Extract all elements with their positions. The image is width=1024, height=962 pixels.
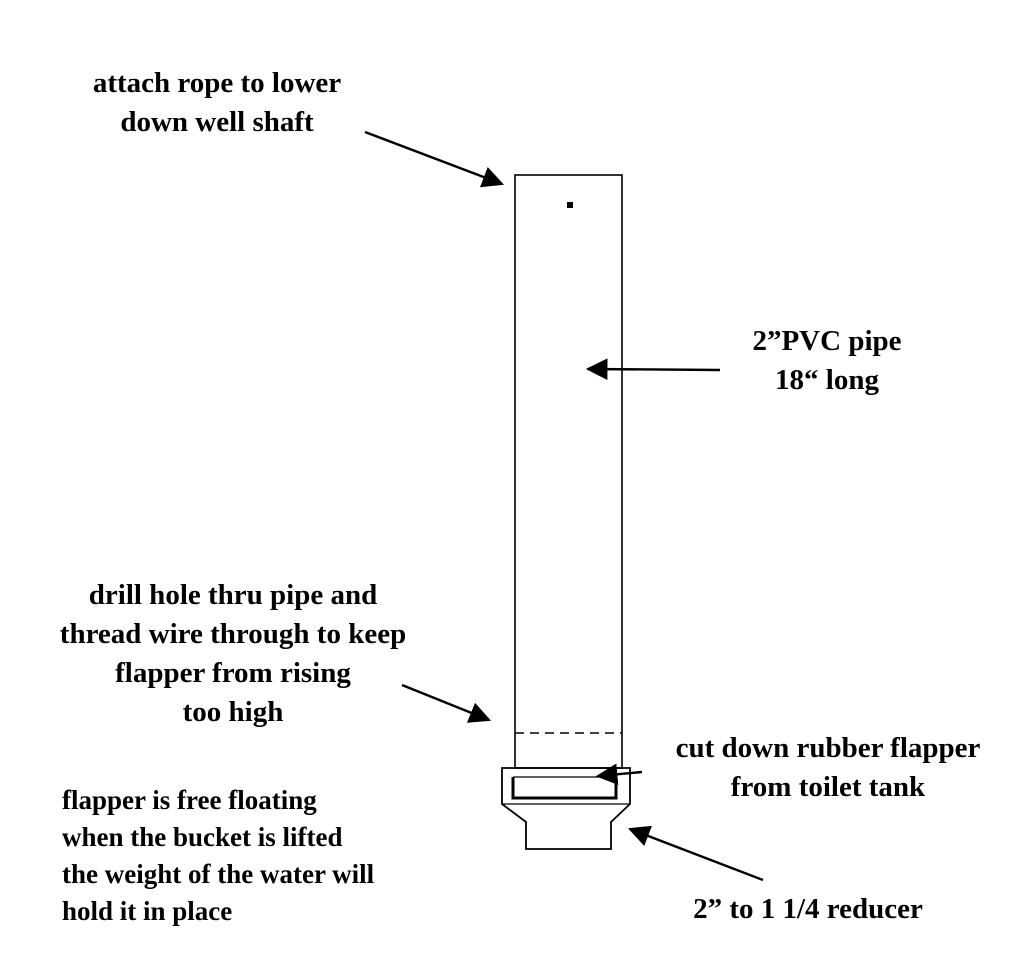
note-label-line: hold it in place <box>62 896 233 926</box>
drill-label-line: too high <box>182 696 284 728</box>
rope-label-line: down well shaft <box>120 106 314 138</box>
rope-label: attach rope to lower down well shaft <box>58 64 376 142</box>
wire-arrow <box>401 683 492 723</box>
note-label: flapper is free floating when the bucket… <box>62 782 374 930</box>
pvc-pipe <box>514 174 623 769</box>
flapper-arrow <box>595 763 643 785</box>
pipe-label-line: 18“ long <box>775 364 879 396</box>
rope-arrow <box>364 130 505 188</box>
drill-label-line: flapper from rising <box>115 657 351 689</box>
flapper-label: cut down rubber flapper from toilet tank <box>638 729 1018 807</box>
pipe-arrow <box>585 358 721 380</box>
rope-hole <box>567 202 573 208</box>
reducer-fitting <box>501 767 631 850</box>
flapper-label-line: from toilet tank <box>730 771 926 803</box>
rope-label-line: attach rope to lower <box>92 67 342 99</box>
note-label-line: the weight of the water will <box>62 859 375 889</box>
pipe-label-line: 2”PVC pipe <box>752 325 902 357</box>
flapper-label-line: cut down rubber flapper <box>675 732 981 764</box>
reducer-arrow <box>627 825 764 882</box>
drill-label-line: thread wire through to keep <box>59 618 407 650</box>
rubber-flapper <box>511 777 618 800</box>
drill-label: drill hole thru pipe and thread wire thr… <box>8 576 458 732</box>
reducer-label: 2” to 1 1/4 reducer <box>658 890 958 929</box>
drill-label-line: drill hole thru pipe and <box>88 579 378 611</box>
note-label-line: flapper is free floating <box>62 785 317 815</box>
reducer-label-line: 2” to 1 1/4 reducer <box>693 893 923 925</box>
note-label-line: when the bucket is lifted <box>62 822 343 852</box>
pipe-label: 2”PVC pipe 18“ long <box>722 322 932 400</box>
